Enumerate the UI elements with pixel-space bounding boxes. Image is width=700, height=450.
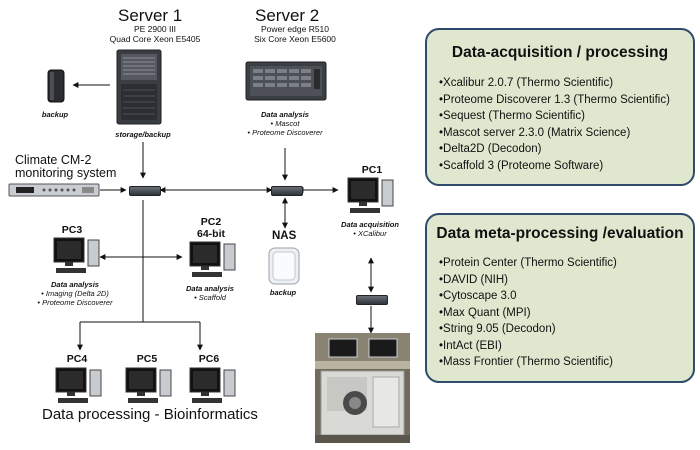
acquisition-item: Proteome Discoverer 1.3 (Thermo Scientif… — [439, 92, 693, 109]
pc1-role-item: • XCalibur — [353, 229, 387, 238]
pc2-role-item: • Scaffold — [194, 293, 226, 302]
nas-icon — [268, 247, 300, 285]
pc2-role-title: Data analysis — [186, 284, 234, 293]
nas-caption: backup — [269, 288, 297, 297]
meta-list: Protein Center (Thermo Scientific) DAVID… — [439, 255, 693, 371]
server2-role-title: Data analysis — [261, 110, 309, 119]
pc3-role-title: Data analysis — [51, 280, 99, 289]
desktop-pc-icon — [189, 367, 236, 403]
pc5-label: PC5 — [136, 353, 158, 365]
acquisition-list: Xcalibur 2.0.7 (Thermo Scientific) Prote… — [439, 75, 693, 174]
server2-title: Server 2 — [255, 6, 320, 25]
monitoring-device-icon — [8, 183, 100, 197]
nas-label: NAS — [272, 230, 297, 242]
climate-title-line1: Climate CM-2 — [15, 153, 92, 167]
desktop-pc-icon — [53, 237, 100, 273]
pc1-role-title: Data acquisition — [341, 220, 399, 229]
server1-cpu: Quad Core Xeon E5405 — [109, 34, 201, 44]
server2-model: Power edge R510 — [260, 24, 330, 34]
server2-role-2: • Proteome Discoverer — [247, 128, 323, 137]
pc1-label: PC1 — [361, 164, 383, 176]
pc3-label: PC3 — [61, 224, 83, 236]
climate-title-line2: monitoring system — [15, 166, 117, 180]
acquisition-item: Sequest (Thermo Scientific) — [439, 108, 693, 125]
backup-label: backup — [41, 110, 69, 119]
acquisition-item: Mascot server 2.3.0 (Matrix Science) — [439, 125, 693, 142]
pc6-label: PC6 — [198, 353, 220, 365]
acquisition-item: Scaffold 3 (Proteome Software) — [439, 158, 693, 175]
pc3-role-1: • Imaging (Delta 2D) — [41, 289, 109, 298]
desktop-pc-icon — [55, 367, 102, 403]
network-switch-icon — [271, 186, 303, 196]
acquisition-item: Delta2D (Decodon) — [439, 141, 693, 158]
meta-item: Cytoscape 3.0 — [439, 288, 693, 305]
server1-title: Server 1 — [118, 6, 183, 25]
pc2-bits: 64-bit — [196, 228, 225, 240]
pc4-label: PC4 — [66, 353, 88, 365]
meta-item: DAVID (NIH) — [439, 272, 693, 289]
rack-server-icon — [245, 61, 327, 101]
server2-role-1: • Mascot — [270, 119, 300, 128]
external-drive-icon — [47, 69, 65, 103]
server-tower-icon — [116, 49, 162, 125]
acquisition-panel: Data-acquisition / processing Xcalibur 2… — [425, 28, 695, 186]
server1-role: storage/backup — [115, 130, 171, 139]
meta-item: Protein Center (Thermo Scientific) — [439, 255, 693, 272]
desktop-pc-icon — [125, 367, 172, 403]
bottom-label: Data processing - Bioinformatics — [42, 406, 258, 423]
acquisition-item: Xcalibur 2.0.7 (Thermo Scientific) — [439, 75, 693, 92]
acquisition-panel-title: Data-acquisition / processing — [451, 44, 669, 61]
meta-item: IntAct (EBI) — [439, 338, 693, 355]
meta-item: Mass Frontier (Thermo Scientific) — [439, 354, 693, 371]
desktop-pc-icon — [347, 177, 394, 213]
pc2-label: PC2 — [200, 216, 222, 228]
meta-processing-panel: Data meta-processing /evaluation Protein… — [425, 213, 695, 383]
network-switch-icon — [129, 186, 161, 196]
network-switch-icon — [356, 295, 388, 305]
mass-spectrometer-photo — [315, 333, 410, 443]
desktop-pc-icon — [189, 241, 236, 277]
meta-item: Max Quant (MPI) — [439, 305, 693, 322]
meta-item: String 9.05 (Decodon) — [439, 321, 693, 338]
server2-cpu: Six Core Xeon E5600 — [254, 34, 336, 44]
pc3-role-2: • Proteome Discoverer — [37, 298, 113, 307]
server1-model: PE 2900 III — [133, 24, 177, 34]
meta-panel-title: Data meta-processing /evaluation — [436, 225, 684, 242]
